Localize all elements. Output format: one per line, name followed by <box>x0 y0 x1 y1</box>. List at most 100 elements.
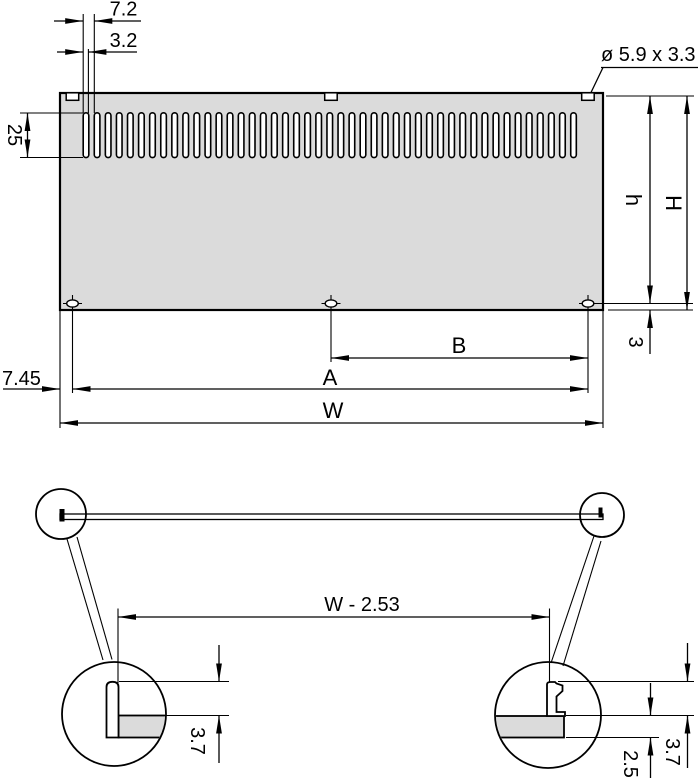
top-notch-middle <box>323 92 338 102</box>
top-view: 7.2 3.2 25 ø 5.9 x 3.3 h H 3 <box>2 0 698 428</box>
vent-slot <box>270 112 278 159</box>
vent-slot <box>470 112 478 159</box>
top-edge-notches <box>65 92 595 102</box>
mounting-hole-right <box>581 299 595 308</box>
vent-slot <box>292 112 301 159</box>
mounting-hole-middle <box>324 299 338 308</box>
vent-slot <box>569 112 578 159</box>
section-right-end-tab <box>598 507 603 518</box>
dimension-left-37: 3.7 <box>186 645 222 763</box>
vent-slot <box>436 112 445 159</box>
left-37-value: 3.7 <box>186 727 208 755</box>
vent-slot <box>481 112 489 159</box>
dimension-h: h <box>621 96 653 304</box>
slot-pitch-value: 7.2 <box>110 0 138 21</box>
slot-width-value: 3.2 <box>110 30 138 52</box>
right-bar <box>496 715 565 739</box>
vent-slot <box>171 112 179 159</box>
right-panel-leg <box>546 681 566 717</box>
gap-3-value: 3 <box>624 336 646 347</box>
dimension-section-width: W - 2.53 <box>118 594 550 620</box>
hole-callout-value: ø 5.9 x 3.3 <box>601 44 696 66</box>
dimension-A: A <box>72 365 588 392</box>
vent-slot <box>215 112 223 159</box>
left-panel-leg <box>105 680 120 739</box>
W-label: W <box>323 398 344 423</box>
vent-slot <box>326 112 334 159</box>
vent-slot <box>392 112 400 159</box>
vent-slot <box>248 112 256 159</box>
vent-slot <box>182 112 190 159</box>
section-left-end-tab <box>59 509 65 522</box>
dimension-3: 3 <box>624 310 653 354</box>
vent-slot <box>536 112 544 159</box>
vent-slot <box>159 112 168 159</box>
vent-slot <box>514 112 522 159</box>
dimension-slot-width: 3.2 <box>57 30 138 55</box>
detail-right-profile <box>496 681 566 739</box>
extension-lines-top-view <box>20 14 694 428</box>
edge-offset-value: 7.45 <box>2 368 41 390</box>
slot-height-value: 25 <box>3 124 25 146</box>
vent-slot <box>137 112 146 159</box>
vent-slot <box>82 112 90 159</box>
vent-slot <box>448 112 456 159</box>
vent-slot <box>237 112 245 159</box>
vent-slot <box>259 112 267 159</box>
H-label: H <box>661 195 686 211</box>
B-label: B <box>452 333 467 358</box>
vent-slot <box>425 112 434 159</box>
dimension-H: H <box>661 96 690 310</box>
right-37-value: 3.7 <box>661 738 683 766</box>
dimension-slot-height: 25 <box>3 113 31 158</box>
vent-slot <box>281 112 290 159</box>
mounting-holes <box>65 299 595 308</box>
detail-leader-lines <box>66 535 602 667</box>
vent-slot <box>204 112 212 159</box>
dimension-right-25: 2.5 <box>619 683 654 778</box>
extension-lines-section <box>117 608 694 739</box>
vent-slot <box>226 112 234 159</box>
vent-slot <box>337 112 345 159</box>
vent-slot <box>547 112 555 159</box>
vent-slot <box>148 112 157 159</box>
hole-callout: ø 5.9 x 3.3 <box>590 44 698 93</box>
mounting-hole-left <box>65 299 79 308</box>
section-view: W - 2.53 3.7 3.7 2.5 <box>35 488 694 778</box>
dimension-edge-offset: 7.45 <box>2 368 60 392</box>
right-25-value: 2.5 <box>619 750 641 778</box>
top-notch-left <box>65 92 80 102</box>
vent-slot <box>492 112 500 159</box>
dimension-B: B <box>331 333 588 361</box>
dimension-right-37: 3.7 <box>661 643 691 768</box>
vent-slot <box>558 112 567 159</box>
vent-slot <box>303 112 312 159</box>
vent-slot <box>503 112 511 159</box>
vent-slot <box>525 112 533 159</box>
h-label: h <box>621 194 646 206</box>
vent-slot <box>459 112 467 159</box>
detail-circle-left <box>61 661 167 767</box>
vent-slot <box>403 112 411 159</box>
dimension-slot-pitch: 7.2 <box>54 0 141 24</box>
vent-slot <box>414 112 423 159</box>
vent-slot <box>381 112 389 159</box>
vent-slot <box>370 112 378 159</box>
panel-edge-section <box>59 513 604 521</box>
vent-slots <box>82 112 578 159</box>
dimension-W: W <box>60 398 603 426</box>
section-width-value: W - 2.53 <box>324 594 400 616</box>
top-notch-right <box>580 92 595 102</box>
vent-slot <box>359 112 367 159</box>
vent-slot <box>315 112 323 159</box>
vent-slot <box>93 112 101 159</box>
detail-marker-circle-left <box>35 488 87 540</box>
vent-slot <box>104 112 112 159</box>
A-label: A <box>323 365 338 390</box>
vent-slot <box>348 112 356 159</box>
vent-slot <box>193 112 201 159</box>
detail-marker-circle-right <box>579 492 625 538</box>
vent-slot <box>115 112 123 159</box>
